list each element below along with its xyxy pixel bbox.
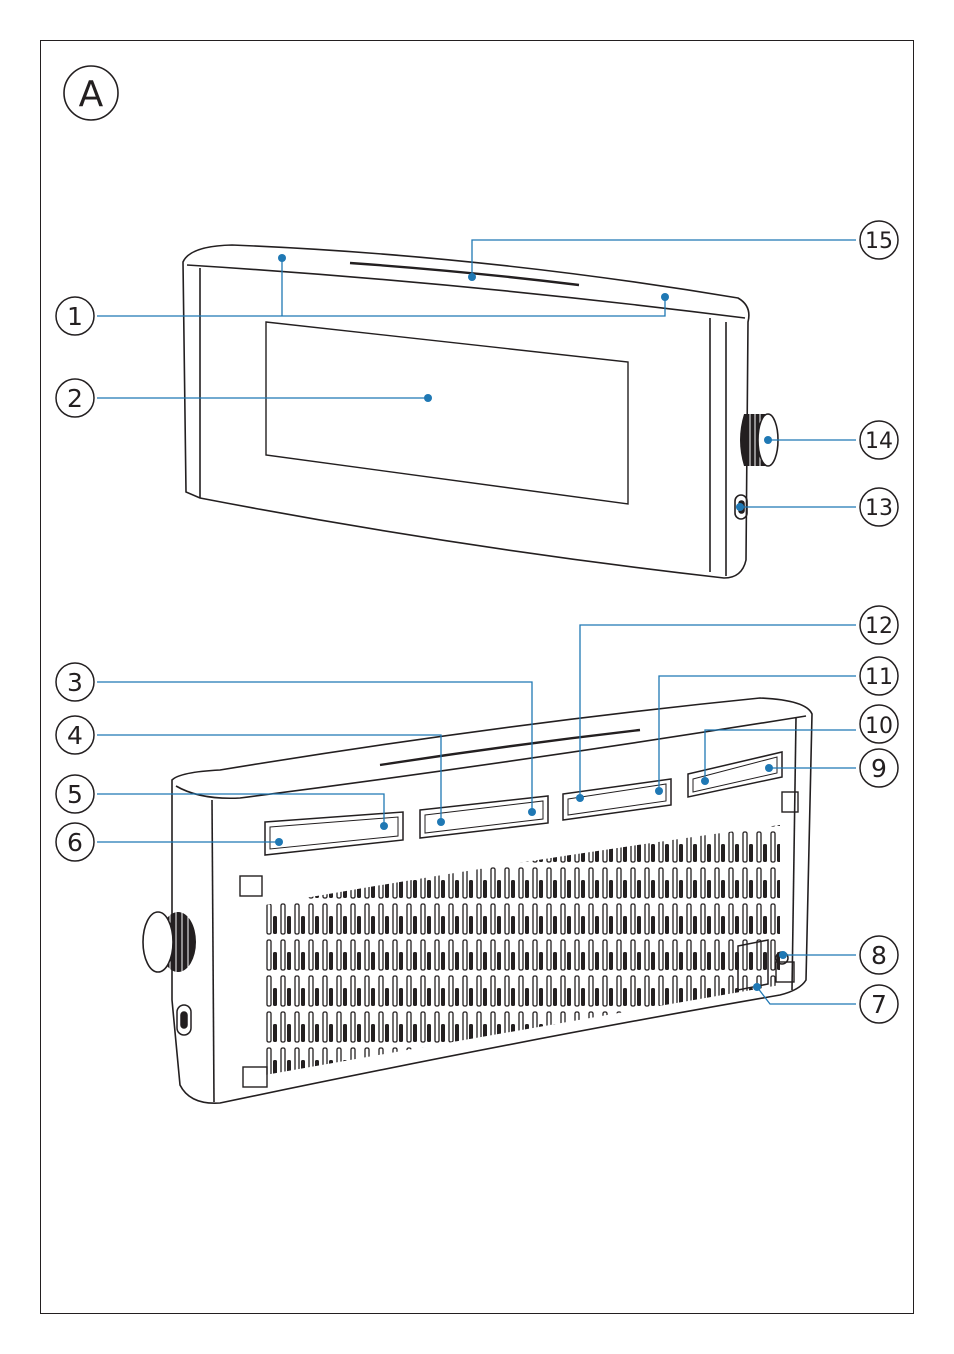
back-knob: [143, 912, 196, 972]
figure-label-text: A: [79, 74, 104, 115]
figure-label: A: [64, 66, 118, 120]
callout-5: 5: [56, 775, 94, 813]
svg-text:1: 1: [67, 302, 83, 331]
callout-9: 9: [860, 749, 898, 787]
svg-text:14: 14: [865, 429, 893, 454]
svg-text:7: 7: [871, 990, 887, 1019]
svg-text:5: 5: [67, 780, 83, 809]
svg-text:15: 15: [865, 229, 893, 254]
callout-12: 12: [860, 606, 898, 644]
svg-text:10: 10: [865, 714, 893, 739]
callout-4: 4: [56, 716, 94, 754]
svg-text:3: 3: [67, 668, 83, 697]
callout-10: 10: [860, 705, 898, 743]
svg-text:9: 9: [871, 754, 887, 783]
svg-text:4: 4: [67, 721, 83, 750]
svg-text:2: 2: [67, 384, 83, 413]
callout-13: 13: [860, 488, 898, 526]
callout-3: 3: [56, 663, 94, 701]
callout-1: 1: [56, 297, 94, 335]
callout-15: 15: [860, 221, 898, 259]
callout-6: 6: [56, 823, 94, 861]
svg-text:12: 12: [865, 614, 893, 639]
svg-text:13: 13: [865, 496, 893, 521]
callout-2: 2: [56, 379, 94, 417]
svg-text:8: 8: [871, 941, 887, 970]
callout-14: 14: [860, 421, 898, 459]
svg-text:11: 11: [865, 665, 893, 690]
callout-7: 7: [860, 985, 898, 1023]
callout-8: 8: [860, 936, 898, 974]
callout-11: 11: [860, 657, 898, 695]
svg-text:6: 6: [67, 828, 83, 857]
